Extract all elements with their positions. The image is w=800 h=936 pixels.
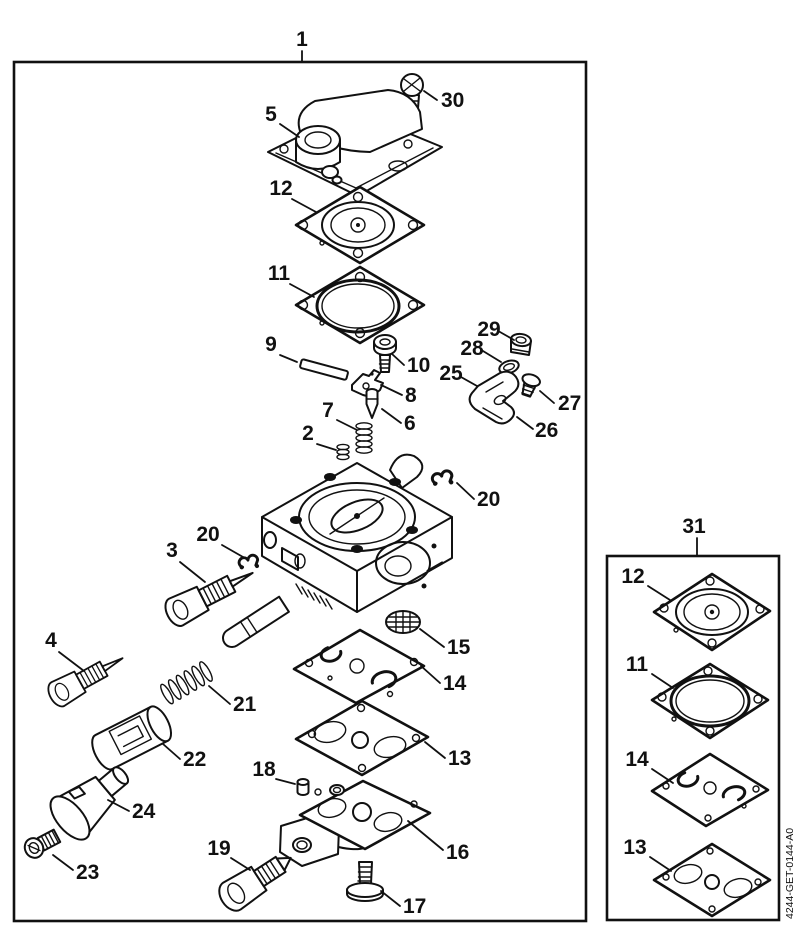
part-screw-23 — [23, 828, 62, 859]
part-tube-9 — [299, 358, 349, 381]
callout-10: 10 — [407, 354, 430, 377]
callout-31: 31 — [682, 515, 706, 538]
part-carburetor-body — [222, 453, 453, 648]
callout-8: 8 — [405, 384, 417, 407]
part-clip-20-left — [237, 553, 260, 570]
callout-25: 25 — [439, 362, 463, 385]
callout-6: 6 — [404, 412, 416, 435]
part-pump-housing-16 — [279, 779, 432, 867]
callout-19: 19 — [207, 837, 230, 860]
part-screw-19 — [218, 855, 292, 912]
callout-20-left: 20 — [196, 523, 219, 546]
part-inlet-needle-6 — [365, 388, 379, 419]
part-screw-17 — [346, 861, 384, 902]
callout-13: 13 — [448, 747, 471, 770]
callout-17: 17 — [403, 895, 426, 918]
callout-inset-13: 13 — [623, 836, 646, 859]
callout-30: 30 — [441, 89, 464, 112]
callout-5: 5 — [265, 103, 277, 126]
callout-27: 27 — [558, 392, 581, 415]
inset-part-gasket-13 — [652, 842, 772, 918]
callout-3: 3 — [166, 539, 178, 562]
callout-26: 26 — [535, 419, 558, 442]
callout-12: 12 — [269, 177, 292, 200]
part-valve-29 — [510, 332, 532, 356]
callout-inset-11: 11 — [626, 653, 649, 676]
part-pump-cover — [267, 89, 443, 197]
callout-4: 4 — [45, 629, 57, 652]
part-spring-7 — [355, 422, 373, 454]
callout-9: 9 — [265, 333, 277, 356]
callout-15: 15 — [447, 636, 471, 659]
callout-inset-14: 14 — [625, 748, 649, 771]
part-gasket-11 — [294, 265, 426, 345]
part-oring-28 — [498, 359, 520, 375]
callout-1: 1 — [296, 28, 308, 51]
callout-7: 7 — [322, 399, 334, 422]
part-screw-10 — [373, 334, 397, 373]
part-choke-shaft-24 — [49, 766, 130, 841]
part-spring-21 — [160, 661, 213, 705]
part-adjusting-screw-3 — [164, 571, 254, 627]
inset-part-metering-diaphragm-14 — [650, 752, 770, 828]
callout-28: 28 — [460, 337, 484, 360]
callout-18: 18 — [252, 758, 276, 781]
callout-24: 24 — [132, 800, 156, 823]
callout-21: 21 — [233, 693, 257, 716]
callout-14: 14 — [443, 672, 467, 695]
inset-part-gasket-11 — [650, 662, 770, 740]
part-clip-20-right — [430, 469, 454, 486]
callout-16: 16 — [446, 841, 469, 864]
part-strainer-15 — [385, 610, 421, 634]
callout-29: 29 — [477, 318, 500, 341]
part-pin-18 — [296, 778, 310, 796]
callout-2: 2 — [302, 422, 314, 445]
leader-lines — [52, 50, 698, 907]
part-gasket-13 — [294, 699, 430, 777]
callout-11: 11 — [268, 262, 291, 285]
drawing-part-code: 4244-GET-0144-A0 — [784, 828, 796, 919]
inset-part-pump-diaphragm-12 — [652, 572, 772, 652]
callout-23: 23 — [76, 861, 99, 884]
part-adjusting-screw-4 — [47, 657, 124, 708]
callout-inset-12: 12 — [621, 565, 644, 588]
callout-22: 22 — [183, 748, 206, 771]
part-pump-diaphragm — [294, 185, 426, 265]
callout-20-right: 20 — [477, 488, 500, 511]
part-bracket-26 — [468, 370, 520, 425]
part-plug-27 — [521, 373, 541, 398]
part-spring-2 — [336, 443, 350, 461]
